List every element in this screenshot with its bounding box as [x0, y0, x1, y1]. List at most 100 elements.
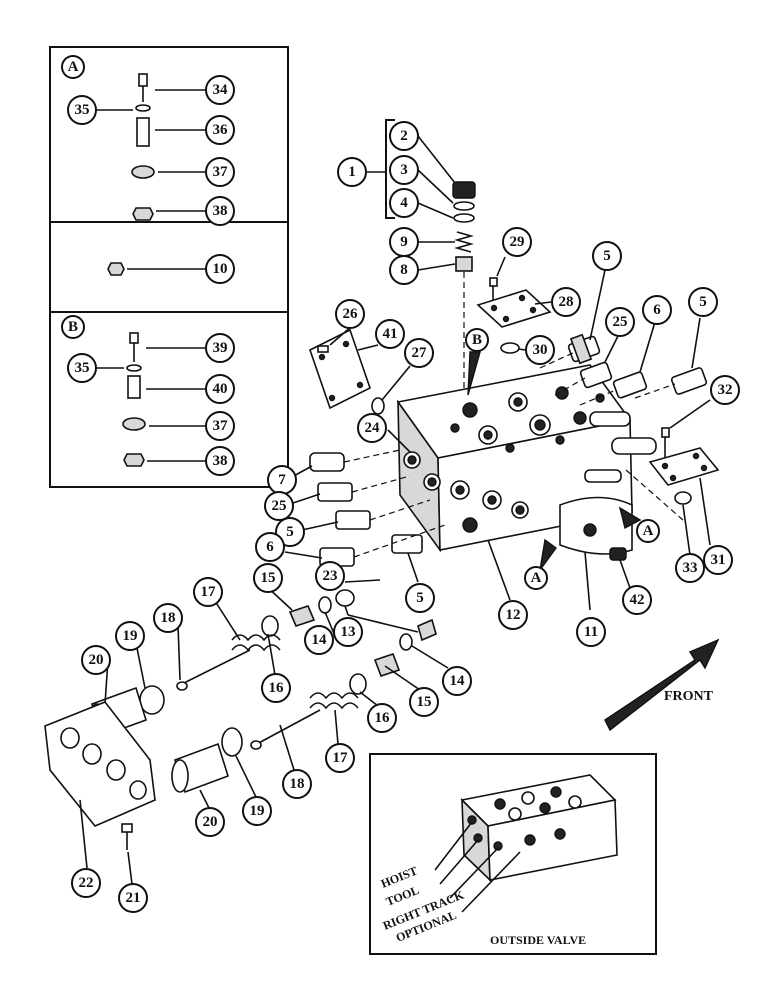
svg-text:8: 8 — [400, 262, 408, 278]
callout-3: 3 — [389, 155, 419, 185]
svg-text:39: 39 — [213, 340, 228, 356]
svg-text:24: 24 — [365, 420, 381, 436]
svg-text:18: 18 — [290, 776, 305, 792]
gasket-group: 22 21 — [44, 701, 156, 913]
cap-15-lower — [373, 652, 401, 678]
svg-text:42: 42 — [630, 592, 645, 608]
inset-panel: A 34 35 36 37 38 10 B — [49, 46, 289, 488]
svg-text:11: 11 — [584, 624, 598, 640]
screw-21 — [121, 823, 133, 833]
end-section — [559, 496, 633, 555]
callout-4: 4 — [389, 188, 419, 218]
svg-text:29: 29 — [510, 234, 525, 250]
washer-b — [126, 364, 142, 372]
svg-text:34: 34 — [213, 82, 229, 98]
cover-plate-31 — [648, 447, 720, 486]
callout-26: 26 — [335, 299, 365, 329]
svg-text:22: 22 — [79, 875, 94, 891]
svg-text:14: 14 — [450, 673, 466, 689]
svg-text:37: 37 — [213, 164, 229, 180]
svg-text:31: 31 — [711, 552, 726, 568]
left-fittings: 24 7 25 5 6 5 — [255, 413, 446, 613]
callout-30: 30 — [525, 335, 555, 365]
washer-a — [135, 104, 151, 112]
svg-text:4: 4 — [400, 195, 408, 211]
pointer-a-bottom: A — [524, 566, 548, 590]
svg-text:26: 26 — [343, 306, 359, 322]
callout-18-upper: 18 — [153, 603, 183, 633]
callout-5-left: 5 — [275, 517, 305, 547]
outside-valve-title: OUTSIDE VALVE — [490, 933, 586, 947]
spool-end-1 — [589, 411, 631, 427]
outside-valve-inset: HOIST TOOL RIGHT TRACK OPTIONAL OUTSIDE … — [369, 753, 657, 955]
callout-5-top-a: 5 — [592, 241, 622, 271]
svg-text:33: 33 — [683, 560, 698, 576]
bolt-32 — [661, 427, 670, 438]
svg-text:3: 3 — [400, 162, 408, 178]
spacer-b — [127, 375, 141, 399]
callout-18-lower: 18 — [282, 769, 312, 799]
callout-23: 23 — [315, 561, 345, 591]
callout-36: 36 — [205, 115, 235, 145]
callout-33: 33 — [675, 553, 705, 583]
svg-text:17: 17 — [333, 750, 349, 766]
inset-b-letter: B — [61, 315, 85, 339]
pointer-b: B — [465, 328, 489, 352]
callout-19-upper: 19 — [115, 621, 145, 651]
svg-text:36: 36 — [213, 122, 229, 138]
relief-valve-group: 1 2 3 4 9 8 — [337, 119, 476, 390]
inset-frame — [49, 46, 289, 488]
svg-text:40: 40 — [213, 381, 228, 397]
callout-10: 10 — [205, 254, 235, 284]
svg-text:5: 5 — [699, 294, 707, 310]
callout-20-upper: 20 — [81, 645, 111, 675]
mount-b — [122, 417, 146, 431]
svg-text:16: 16 — [269, 680, 285, 696]
svg-text:A: A — [68, 59, 79, 75]
callout-16-lower: 16 — [367, 703, 397, 733]
front-arrow: FRONT — [604, 638, 720, 732]
callout-29: 29 — [502, 227, 532, 257]
fitting-6-a — [612, 371, 648, 399]
spring-9 — [454, 231, 474, 253]
oring-27 — [371, 397, 385, 415]
svg-text:19: 19 — [250, 803, 265, 819]
callout-40: 40 — [205, 374, 235, 404]
callout-34: 34 — [205, 75, 235, 105]
svg-text:27: 27 — [412, 345, 428, 361]
fitting-5-a — [567, 333, 601, 365]
oring-4 — [453, 213, 475, 223]
callout-31: 31 — [703, 545, 733, 575]
cover-plate-41 — [309, 328, 371, 410]
oring-33 — [674, 491, 692, 505]
callout-6-left: 6 — [255, 532, 285, 562]
svg-text:19: 19 — [123, 628, 138, 644]
oring-30 — [500, 342, 520, 354]
callout-39: 39 — [205, 333, 235, 363]
svg-text:12: 12 — [506, 607, 521, 623]
fitting-5-b — [670, 367, 708, 395]
bolt-head-a — [138, 73, 148, 87]
svg-text:21: 21 — [126, 890, 141, 906]
callout-20-lower: 20 — [195, 807, 225, 837]
spool-assembly: 15 17 18 14 13 19 20 16 14 15 16 17 18 1… — [81, 563, 472, 837]
mount-a — [131, 165, 155, 179]
svg-text:6: 6 — [266, 539, 274, 555]
callout-14-upper: 14 — [304, 625, 334, 655]
callout-11: 11 — [576, 617, 606, 647]
svg-text:9: 9 — [400, 234, 408, 250]
svg-text:38: 38 — [213, 453, 228, 469]
outside-valve-frame — [369, 753, 657, 955]
svg-text:28: 28 — [559, 294, 574, 310]
svg-text:7: 7 — [278, 472, 286, 488]
nut-b — [123, 453, 145, 467]
pointer-a-right: A — [636, 519, 660, 543]
svg-text:16: 16 — [375, 710, 391, 726]
svg-text:6: 6 — [653, 302, 661, 318]
svg-text:5: 5 — [416, 590, 424, 606]
cover-plate-28 — [476, 289, 552, 328]
nut-a — [132, 207, 154, 221]
callout-37-b: 37 — [205, 411, 235, 441]
valve-body — [396, 364, 657, 555]
